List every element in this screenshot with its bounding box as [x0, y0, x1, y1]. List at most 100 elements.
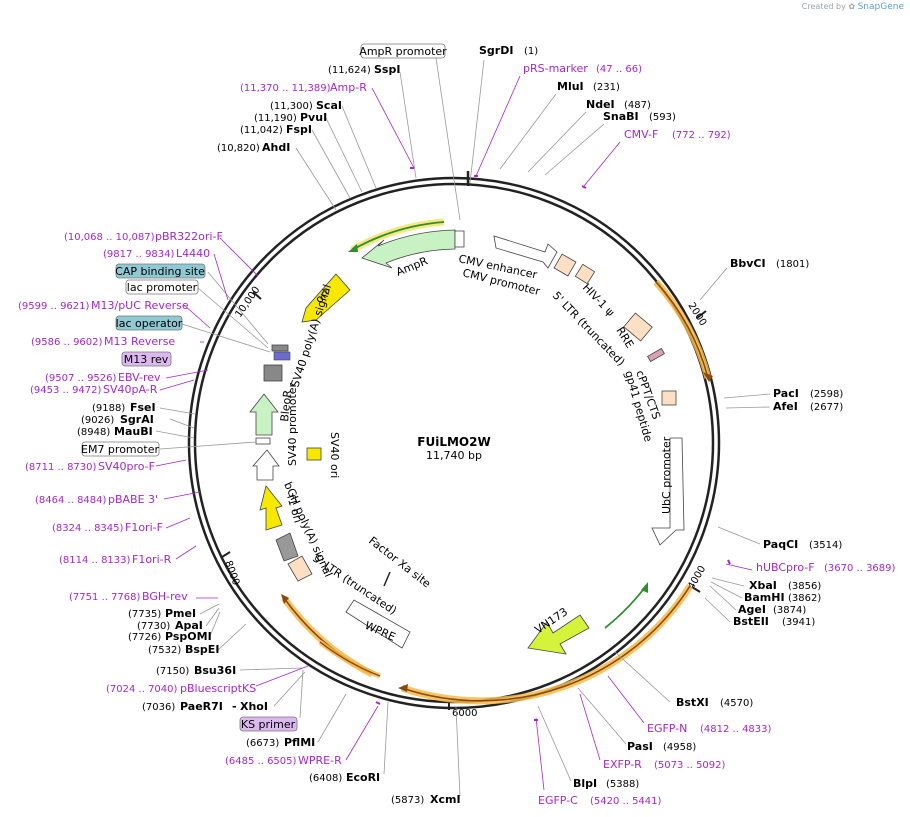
primer-cmv-f: CMV-F	[624, 128, 658, 141]
credit-brand: SnapGene	[857, 2, 904, 12]
tick-mark-10000	[252, 291, 262, 300]
hiv-psi-shape	[574, 263, 596, 285]
primer-exfp-r-pos: (5073 .. 5092)	[654, 760, 726, 771]
leader-em7	[159, 441, 257, 450]
orf-arrowhead-left	[281, 594, 289, 604]
enzyme-sspi: SspI	[374, 63, 400, 76]
f1-ori-arrow	[259, 485, 283, 531]
enzyme-fspi: FspI	[286, 123, 312, 136]
leader-f1ori-f	[165, 517, 191, 529]
primer-f1ori-f: F1ori-F	[125, 521, 163, 534]
primer-f1ori-r-pos: (8114 .. 8133)	[59, 555, 131, 566]
primer-hubcpro-f: hUBCpro-F	[756, 561, 815, 574]
ampr-arrow	[361, 229, 456, 269]
leader-cmv-f	[583, 141, 621, 187]
enzyme-scai: ScaI	[316, 99, 342, 112]
enzyme-bstxi: BstXI	[676, 696, 709, 709]
orf-arrow-bottom	[401, 585, 691, 702]
label-ks-primer: KS primer	[241, 718, 296, 731]
enzyme-agei: AgeI	[738, 603, 766, 616]
orf-arrow-right	[655, 281, 709, 379]
leader-ahdi	[295, 147, 337, 211]
primer-prs-marker: pRS-marker	[523, 62, 588, 75]
leader-sgrdi	[469, 59, 485, 184]
box-cap-binding-site	[115, 263, 206, 279]
primer-pbr322ori-f: pBR322ori-F	[155, 230, 223, 243]
enzyme-pmei: PmeI	[165, 607, 196, 620]
primer-sv40pro-f: SV40pro-F	[98, 460, 155, 473]
mark-hubcpro-f	[727, 559, 731, 565]
orf-highlights	[281, 218, 713, 705]
leader-exfp-r	[579, 693, 601, 761]
primer-egfp-c: EGFP-C	[538, 794, 578, 807]
leader-paqci	[717, 526, 761, 545]
label-lac-operator: lac operator	[116, 317, 183, 330]
leader-pspomi	[209, 611, 221, 637]
enzyme-maubi-pos: (8948)	[77, 427, 110, 438]
primer-sv40pro-f-pos: (8711 .. 8730)	[25, 462, 97, 473]
leader-m13-puc	[183, 304, 211, 329]
primer-pbluescriptks-pos: (7024 .. 7040)	[106, 684, 178, 695]
plasmid-name: FUiLMO2W	[417, 435, 490, 449]
leader-l4440	[213, 253, 229, 301]
enzyme-pasi: PasI	[627, 740, 653, 753]
enzyme-pspomi-pos: (7726)	[128, 632, 161, 643]
leader-f1ori-r	[175, 545, 197, 560]
enzyme-sgrdi: SgrDI	[479, 44, 513, 57]
leader-ampr-promoter	[435, 57, 461, 221]
enzyme-xcmi: XcmI	[430, 793, 461, 806]
enzyme-pvui: PvuI	[300, 111, 327, 124]
leader-bsteii	[704, 597, 731, 623]
leader-agei	[709, 585, 737, 611]
primer-l4440: L4440	[176, 247, 210, 260]
primer-l4440-pos: (9817 .. 9834)	[103, 249, 175, 260]
box-m13-rev	[121, 351, 172, 367]
feature-hiv-psi: HIV-1 ψ	[580, 281, 617, 319]
enzyme-maubi: MauBI	[114, 425, 153, 438]
leader-ebv-rev	[165, 369, 209, 379]
primer-hubcpro-f-pos: (3670 .. 3689)	[824, 563, 896, 574]
enzyme-apai-pos: (7730)	[137, 621, 170, 632]
leader-bsu36i	[239, 667, 303, 671]
sv40-promoter-arrow	[252, 449, 280, 481]
leader-pbr322ori-f	[219, 237, 259, 277]
enzyme-apai: ApaI	[175, 619, 203, 632]
leader-sv40pa-r	[159, 379, 195, 391]
enzyme-paqci: PaqCI	[763, 538, 798, 551]
enzyme-ndei-pos: (487)	[624, 100, 651, 111]
green-arrow-top	[351, 221, 445, 251]
leader-wpre-r	[345, 705, 379, 761]
feature-bleor: BleoR	[278, 389, 294, 422]
enzyme-agei-pos: (3874)	[773, 605, 806, 616]
plasmid-length: 11,740 bp	[426, 449, 482, 462]
leader-xbai	[711, 577, 745, 587]
box-lac-promoter	[125, 279, 199, 295]
leader-apai	[205, 607, 220, 627]
leader-amp-r	[371, 87, 415, 169]
feature-sv40-polya: SV40 poly(A) signal	[288, 283, 334, 389]
enzyme-pvui-pos: (11,190)	[254, 113, 297, 124]
leader-fsei	[159, 407, 196, 415]
mark-wpre-r	[375, 701, 381, 705]
feature-shapes	[249, 229, 685, 655]
ltr-left-shape	[287, 555, 313, 582]
primer-ebv-rev: EBV-rev	[118, 371, 161, 384]
leader-bspei	[217, 623, 247, 651]
enzyme-blpi: BlpI	[573, 777, 597, 790]
primer-m13-puc-pos: (9599 .. 9621)	[18, 301, 90, 312]
green-arrowhead-top	[348, 244, 358, 252]
enzyme-bsteii: BstEII	[733, 615, 769, 628]
primer-prs-marker-pos: (47 .. 66)	[596, 64, 642, 75]
leader-pvui	[325, 117, 363, 193]
enzyme-bsu36i-pos: (7150)	[156, 666, 189, 677]
bleor-arrow	[249, 393, 279, 436]
enzyme-bstxi-pos: (4570)	[720, 698, 753, 709]
leader-bbvci	[699, 267, 728, 301]
tick-8000: 8000	[222, 559, 241, 587]
enzyme-sspi-pos: (11,624)	[328, 65, 371, 76]
enzyme-blpi-pos: (5388)	[606, 779, 639, 790]
enzyme-bspei-pos: (7532)	[148, 645, 181, 656]
leader-maubi	[155, 430, 195, 439]
factor-xa-site	[383, 571, 391, 587]
primer-egfp-n: EGFP-N	[647, 722, 687, 735]
